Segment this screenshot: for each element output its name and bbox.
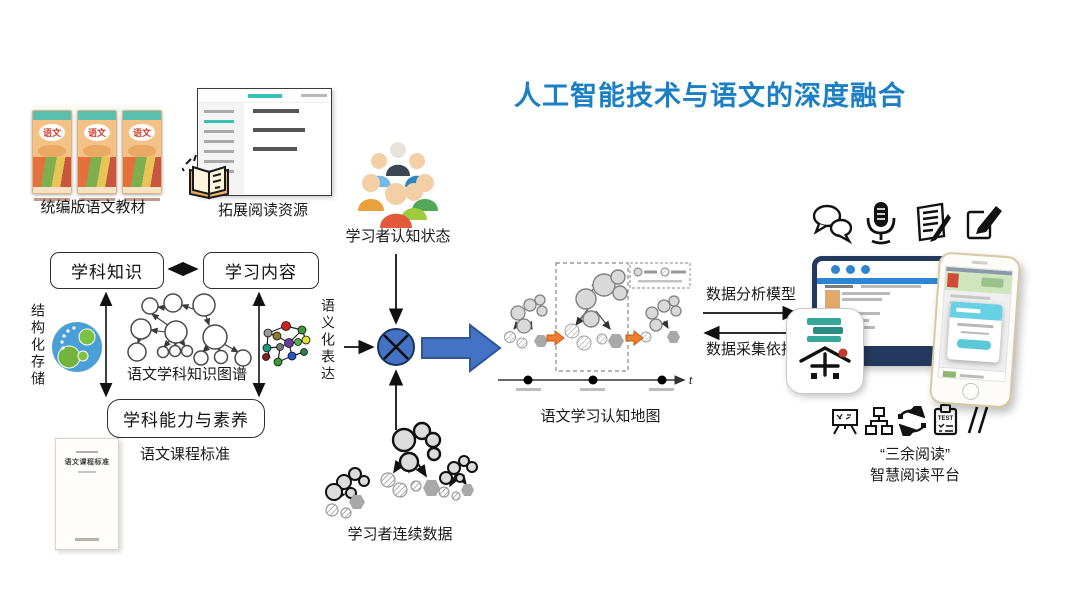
learning-content-box: 学习内容 [203,252,319,289]
sync-icon [898,406,926,436]
open-book-icon [182,154,229,200]
fusion-otimes-symbol [377,328,415,366]
cognitive-state-label: 学习者认知状态 [345,228,451,245]
continuous-data-label: 学习者连续数据 [347,526,453,543]
subject-knowledge-box: 学科知识 [50,252,164,289]
textbook-title: 语文 [129,124,155,141]
curriculum-book-cover: 语文课程标准 [55,438,119,550]
notes-icon [916,202,951,242]
platform-name-line1: “三余阅读” [880,446,950,463]
chat-icon [812,204,853,245]
semantic-expression-label: 语义化表达 [320,298,336,383]
cognitive-map-icon: t [498,262,693,391]
semantic-network-icon [262,321,311,367]
knowledge-graph-label: 语文学科知识图谱 [126,366,247,383]
compose-icon [966,206,1002,240]
slide-title: 人工智能技术与语文的深度融合 [514,81,906,111]
reading-resources-label: 拓展阅读资源 [217,202,308,219]
sanyu-logo [799,318,851,379]
graph-database-icon [52,322,102,372]
platform-name-line2: 智慧阅读平台 [869,467,960,484]
phone-mockup [928,251,1022,409]
continuous-data-icon [325,421,478,519]
microphone-icon [866,202,896,245]
structured-storage-label: 结构化存储 [30,303,46,388]
cognitive-map-label: 语文学习认知地图 [540,408,661,425]
learners-group-icon [358,142,438,228]
textbook-cover: 语文 [77,110,117,194]
textbooks-label: 统编版语文教材 [40,199,146,216]
textbook-title: 语文 [39,124,65,141]
curriculum-standard-label: 语文课程标准 [139,446,230,463]
test-text: TEST [938,416,954,422]
test-clipboard-icon: TEST [933,404,958,436]
pens-icon [967,406,989,434]
textbook-title: 语文 [84,124,110,141]
textbook-cover: 语文 [122,110,162,194]
textbook-cover: 语文 [32,110,72,194]
collection-basis-label: 数据采集依托 [705,341,796,358]
presentation-board-icon [832,409,858,435]
sanyu-app-icon [786,308,864,394]
knowledge-graph-icon [127,293,252,367]
fusion-to-map-arrow [421,322,502,374]
time-axis-label: t [689,375,693,387]
ability-literacy-box: 学科能力与素养 [107,399,265,438]
analysis-model-label: 数据分析模型 [705,286,796,303]
textbooks-group: 语文 语文 语文 [32,110,162,201]
curriculum-book-title: 语文课程标准 [64,459,110,466]
map-legend [629,262,691,289]
hierarchy-icon [865,407,893,435]
